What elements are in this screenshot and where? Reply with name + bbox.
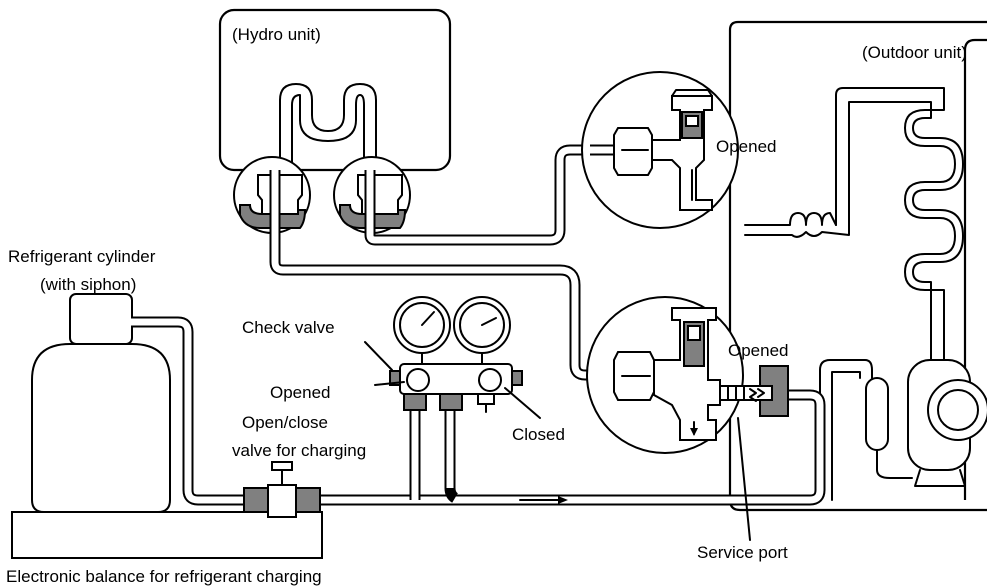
charging-valve (243, 461, 321, 518)
low-side-knob (406, 368, 430, 392)
lower-valve-opened-label: Opened (728, 341, 789, 360)
electronic-balance-label: Electronic balance for refrigerant charg… (6, 567, 322, 586)
refrigerant-pipes (155, 144, 826, 506)
compressor-assembly (819, 359, 987, 501)
lower-service-valve (586, 296, 789, 454)
charging-valve-label: valve for charging (232, 441, 366, 460)
gauge-closed-label: Closed (512, 425, 565, 444)
gauge-opened-label: Opened (270, 383, 331, 402)
electronic-balance (11, 511, 323, 559)
refrigerant-cylinder-label: Refrigerant cylinder (8, 247, 156, 266)
check-valve-label: Check valve (242, 318, 335, 337)
outdoor-heat-exchanger-coil (744, 87, 964, 366)
refrigerant-cylinder-sublabel: (with siphon) (40, 275, 136, 294)
upper-service-valve (581, 71, 739, 229)
accumulator (865, 377, 889, 451)
refrigerant-cylinder (31, 293, 171, 513)
high-side-knob (478, 368, 502, 392)
outdoor-unit-label: (Outdoor unit) (862, 43, 967, 62)
leader-lines (364, 341, 751, 541)
gauge-manifold (389, 296, 523, 413)
service-port-label: Service port (697, 543, 788, 562)
open-close-valve-label: Open/close (242, 413, 328, 432)
hydro-unit-label: (Hydro unit) (232, 25, 321, 44)
upper-valve-opened-label: Opened (716, 137, 777, 156)
